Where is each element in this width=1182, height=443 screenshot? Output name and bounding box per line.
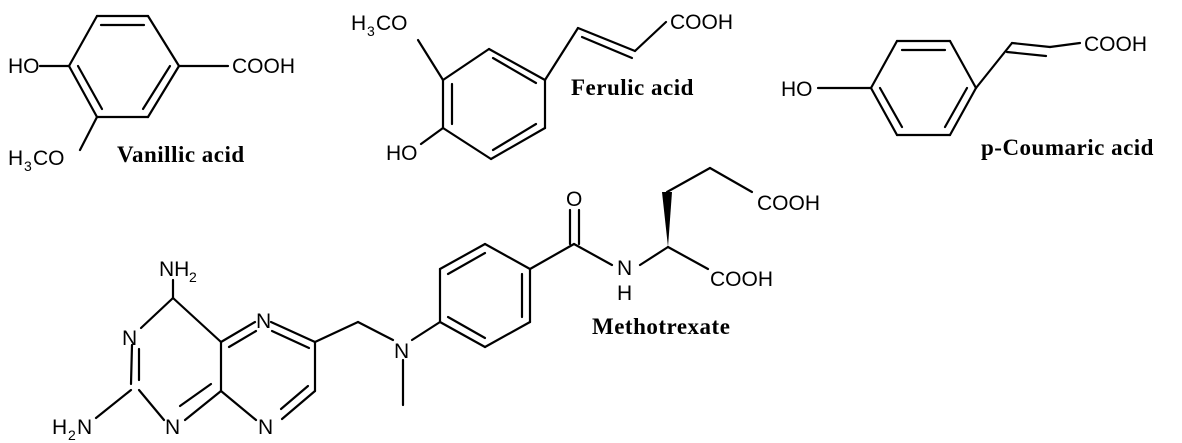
coumaric-vinyl-bond-1 xyxy=(974,41,1014,90)
methotrexate-amide-cn-bond xyxy=(572,242,614,267)
coumaric-cooh-label: COOH xyxy=(1084,33,1147,56)
methotrexate-side-chain-1 xyxy=(665,166,712,194)
vanillic-methoxy-bond xyxy=(78,115,99,152)
coumaric-vinyl-double-b xyxy=(1005,50,1048,58)
methotrexate-n-aryl-bond xyxy=(410,320,442,342)
methotrexate-n3-label: N xyxy=(165,416,180,439)
methotrexate-nh2-top-subscript: 2 xyxy=(189,269,197,285)
ferulic-ho-label: HO xyxy=(386,142,418,165)
vanillic-cooh-label: COOH xyxy=(232,55,295,78)
methotrexate-carbonyl-o-label: O xyxy=(566,188,582,211)
methotrexate-stereo-wedge xyxy=(662,192,672,247)
vanillic-methoxy-co: CO xyxy=(33,147,65,170)
ferulic-acid-name: Ferulic acid xyxy=(571,75,694,100)
p-coumaric-acid-structure: HO COOH p-Coumaric acid xyxy=(781,33,1154,160)
coumaric-vinyl-double-a xyxy=(1010,41,1052,49)
ferulic-methoxy-subscript: 3 xyxy=(367,23,375,39)
ferulic-vinyl-double-b xyxy=(580,35,634,60)
methotrexate-amine-n-label: N xyxy=(394,340,409,363)
methotrexate-nh2-top: NH xyxy=(159,258,189,281)
methotrexate-ch2-bond-1 xyxy=(313,320,360,344)
methotrexate-pyrimidine-ring xyxy=(129,296,223,422)
methotrexate-structure: NH 2 H 2 N N N N N N O N H COOH COOH Met… xyxy=(52,166,820,443)
vanillic-acid-name: Vanillic acid xyxy=(117,142,245,167)
ferulic-methoxy-h: H xyxy=(351,12,366,35)
ferulic-acid-structure: H 3 CO COOH HO Ferulic acid xyxy=(351,11,733,165)
methotrexate-n1-label: N xyxy=(122,327,137,350)
methotrexate-2-amino-bond xyxy=(94,388,133,420)
vanillic-ho-label: HO xyxy=(8,55,40,78)
methotrexate-benzene-ring xyxy=(438,242,532,349)
methotrexate-amide-n-label: N xyxy=(617,257,632,280)
vanillic-benzene-ring xyxy=(67,14,181,119)
coumaric-ho-label: HO xyxy=(781,78,813,101)
ferulic-cooh-label: COOH xyxy=(670,11,733,34)
ferulic-methoxy-bond xyxy=(416,38,445,82)
methotrexate-pyrazine-ring xyxy=(219,320,317,422)
ferulic-vinyl-bond-1 xyxy=(543,26,580,82)
ferulic-ho-bond xyxy=(419,126,445,146)
methotrexate-h2n-h: H xyxy=(52,416,67,439)
coumaric-vinyl-bond-3 xyxy=(1048,41,1082,49)
vanillic-methoxy-h: H xyxy=(8,147,23,170)
methotrexate-amide-h-label: H xyxy=(617,282,632,305)
vanillic-acid-structure: HO COOH H 3 CO Vanillic acid xyxy=(8,14,295,174)
methotrexate-name: Methotrexate xyxy=(592,314,730,339)
vanillic-methoxy-subscript: 3 xyxy=(24,158,32,174)
ferulic-vinyl-bond-3 xyxy=(633,20,668,53)
coumaric-benzene-ring xyxy=(869,39,978,137)
methotrexate-h2n-n: N xyxy=(77,416,92,439)
ferulic-vinyl-double-a xyxy=(576,26,637,53)
methotrexate-side-chain-2 xyxy=(708,166,754,194)
methotrexate-alpha-cooh-bond xyxy=(666,245,710,271)
methotrexate-side-cooh-label: COOH xyxy=(757,192,820,215)
methotrexate-alpha-cooh-label: COOH xyxy=(710,268,773,291)
p-coumaric-acid-name: p-Coumaric acid xyxy=(981,135,1154,160)
methotrexate-ch2-bond-2 xyxy=(356,320,395,342)
ferulic-benzene-ring xyxy=(441,47,547,161)
methotrexate-n8-label: N xyxy=(258,416,273,439)
methotrexate-h2n-subscript: 2 xyxy=(68,427,76,443)
methotrexate-carbonyl-bond xyxy=(528,242,576,271)
ferulic-methoxy-co: CO xyxy=(376,12,408,35)
methotrexate-n-calpha-bond xyxy=(638,245,670,267)
methotrexate-n5-label: N xyxy=(256,310,271,333)
